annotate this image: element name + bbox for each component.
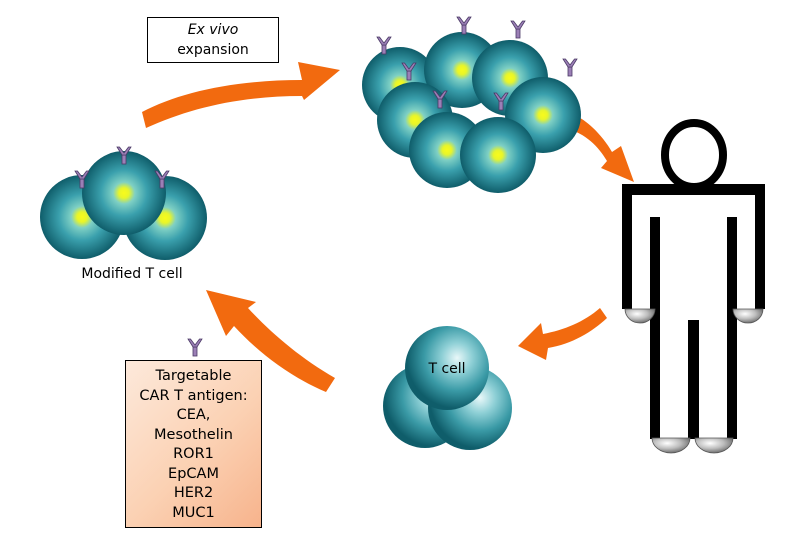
expanded-cell-cluster (362, 16, 581, 193)
antigen-item-her2: HER2 (173, 485, 214, 501)
antigen-item-ror1: ROR1 (173, 446, 214, 462)
antigen-item-cea: CEA, (176, 407, 211, 423)
expansion-text: expansion (177, 42, 249, 58)
car-receptor-icon (187, 338, 203, 357)
t-cell-label: T cell (427, 361, 465, 377)
t-cell-cluster (383, 326, 512, 450)
ex-vivo-text: Ex vivo (187, 22, 239, 38)
antigen-item-muc1: MUC1 (172, 504, 215, 521)
targetable-antigen-box: Targetable CAR T antigen: CEA, Mesotheli… (125, 360, 262, 528)
ex-vivo-expansion-box: Ex vivo expansion (147, 17, 279, 63)
car-receptor-icon (510, 20, 526, 39)
antigen-box-subtitle: CAR T antigen: (139, 387, 248, 404)
modification-arrow (206, 290, 335, 392)
modified-t-cell-label: Modified T cell (81, 266, 182, 282)
collection-arrow (518, 308, 607, 360)
infusion-arrow (566, 114, 634, 182)
expansion-arrow (142, 62, 340, 128)
car-receptor-icon (562, 58, 578, 77)
car-receptor-icon (456, 16, 472, 35)
modified-t-cell-cluster (40, 146, 207, 260)
antigen-item-epcam: EpCAM (168, 465, 219, 482)
antigen-item-mesothelin: Mesothelin (154, 426, 233, 443)
patient-figure (622, 119, 765, 454)
antigen-box-title: Targetable (155, 368, 232, 384)
